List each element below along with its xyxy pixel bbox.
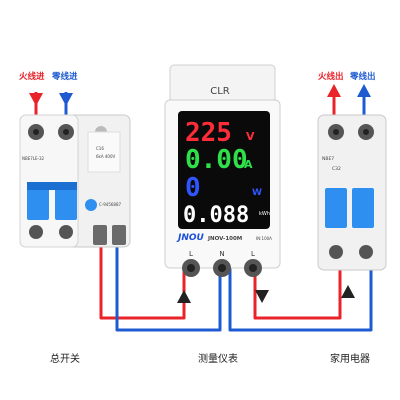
power-unit: W xyxy=(252,188,262,198)
arrow-up-icon xyxy=(341,285,355,298)
terminal-l-in-label: L xyxy=(189,250,193,258)
brand-logo: JNOU xyxy=(176,233,205,243)
terminal-screw xyxy=(182,259,200,277)
voltage-unit: V xyxy=(246,130,255,143)
neutral-in-label: 零线进 xyxy=(52,72,78,82)
energy-readout: 0.088 xyxy=(183,203,249,228)
main-neutral-to-meter-wire xyxy=(115,245,222,332)
right-breaker-label2: C32 xyxy=(332,166,341,172)
terminal-l-out-label: L xyxy=(251,250,255,258)
terminal-screw xyxy=(213,259,231,277)
current-readout: 0.00 xyxy=(185,145,248,175)
arrow-down-icon xyxy=(29,93,43,106)
right-breaker-label1: NBE7 xyxy=(322,156,334,162)
live-in-label: 火线进 xyxy=(19,72,45,82)
live-out-label: 火线出 xyxy=(318,72,344,82)
energy-unit: kWh xyxy=(259,211,270,217)
power-readout: 0 xyxy=(185,173,201,203)
left-breaker-code: C-9456887 xyxy=(99,202,122,207)
energy-meter: CLR 225 V 0.00 A 0 W 0.088 kWh JNOU JNOV… xyxy=(164,64,281,277)
terminal-n-label: N xyxy=(219,250,224,258)
model-label: JNOV-100M xyxy=(207,236,242,242)
meter-display xyxy=(178,111,270,229)
main-switch-breaker: NBE7LE-32 C16 6kA 400V C-9456887 xyxy=(19,114,131,248)
rating-label: IN:100A xyxy=(256,236,272,241)
arrow-down-icon xyxy=(255,290,269,303)
clr-label: CLR xyxy=(210,86,230,97)
appliance-caption: 家用电器 xyxy=(330,354,370,365)
terminal-screw xyxy=(244,259,262,277)
arrow-down-icon xyxy=(59,93,73,106)
left-breaker-label2: C16 xyxy=(96,146,104,151)
neutral-out-label: 零线出 xyxy=(350,72,376,82)
arrow-up-icon xyxy=(357,84,371,97)
left-breaker-label3: 6kA 400V xyxy=(96,154,116,159)
main-switch-caption: 总开关 xyxy=(50,354,80,365)
meter-neutral-to-breaker-wire xyxy=(228,262,373,332)
arrow-up-icon xyxy=(327,84,341,97)
appliance-breaker: NBE7 C32 xyxy=(317,114,387,271)
current-unit: A xyxy=(244,158,253,171)
voltage-readout: 225 xyxy=(185,118,232,148)
meter-caption: 测量仪表 xyxy=(198,354,238,365)
left-breaker-label1: NBE7LE-32 xyxy=(22,156,45,161)
arrow-up-icon xyxy=(177,290,191,303)
